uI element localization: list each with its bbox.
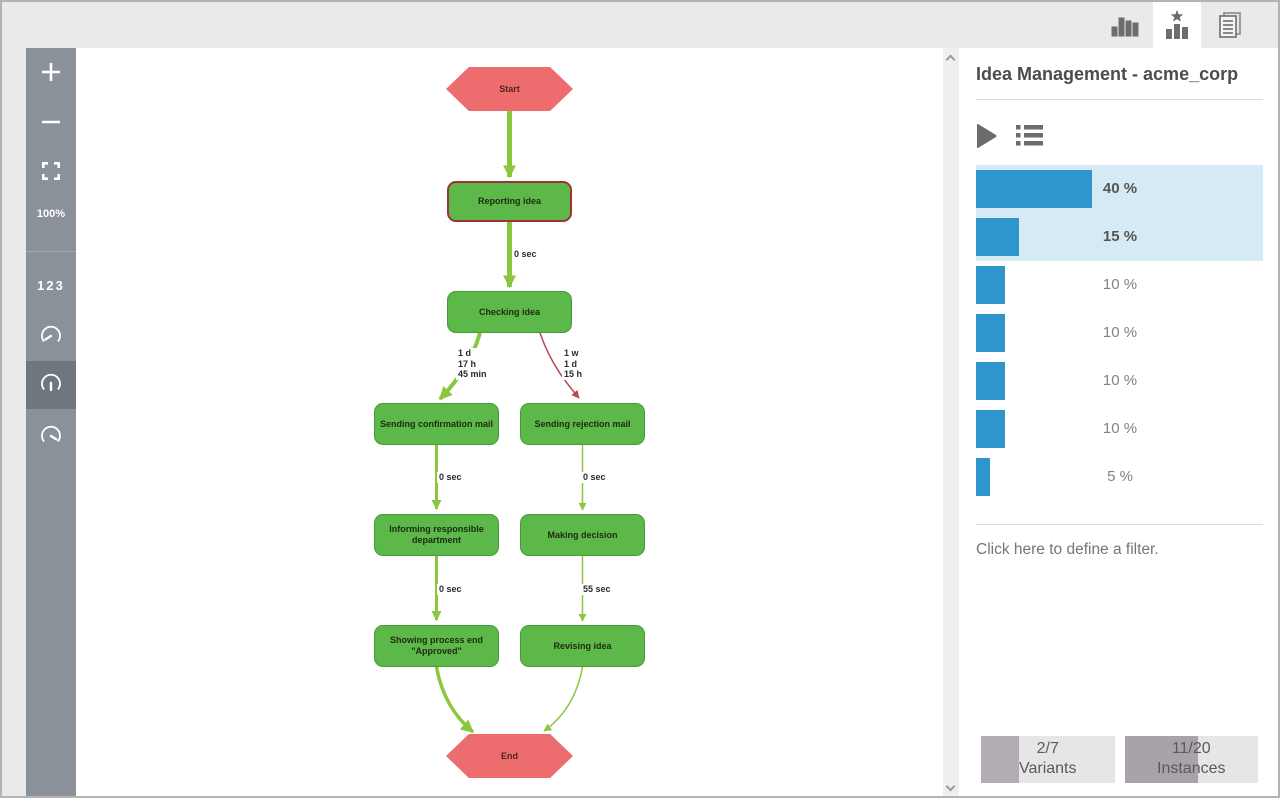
variants-stat-fill: [981, 736, 1020, 783]
variant-panel: Idea Management - acme_corp 40 % 15 % 10 %…: [959, 48, 1278, 796]
variant-row[interactable]: 10 %: [976, 261, 1263, 309]
zoom-in-icon: [40, 61, 62, 88]
variant-row[interactable]: 10 %: [976, 309, 1263, 357]
panel-spacer: [976, 559, 1263, 736]
panel-divider-top: [976, 99, 1263, 100]
tab-case-list[interactable]: [1206, 2, 1254, 48]
scroll-down-icon[interactable]: [945, 781, 956, 792]
edge-label-decision-revising: 55 sec: [581, 584, 613, 595]
variants-stat: 2/7 Variants: [981, 736, 1115, 783]
fit-to-screen-button[interactable]: [26, 149, 76, 197]
variant-bar: [976, 362, 1005, 400]
node-showing-process-end-approved[interactable]: Showing process end "Approved": [374, 625, 499, 667]
instances-stat-fill: [1124, 736, 1198, 783]
edge-label-informing-showing: 0 sec: [437, 584, 464, 595]
variant-percent-label: 10 %: [1102, 276, 1138, 293]
show-numbers-button[interactable]: 123: [26, 261, 76, 309]
variant-list-button[interactable]: [1016, 125, 1043, 146]
top-bar: [2, 2, 1278, 48]
node-start[interactable]: Start: [446, 67, 573, 111]
zoom-out-icon: [40, 111, 62, 138]
edge-label-checking-confirmation: 1 d 17 h 45 min: [456, 348, 489, 380]
play-icon: [977, 123, 997, 148]
variants-stat-value: 2/7: [1036, 740, 1059, 757]
variant-percent-label: 10 %: [1102, 372, 1138, 389]
toolbar-separator: [26, 251, 76, 252]
gauge-median-button[interactable]: [26, 361, 76, 409]
process-canvas: Start Reporting idea Checking idea Sendi…: [76, 48, 943, 796]
zoom-level-indicator[interactable]: 100%: [26, 200, 76, 228]
variants-stat-label: Variants: [1018, 760, 1077, 777]
edge-label-reporting-checking: 0 sec: [512, 249, 539, 260]
instances-stat-value: 11/20: [1171, 740, 1211, 757]
edge-label-rejection-decision: 0 sec: [581, 472, 608, 483]
variant-row[interactable]: 5 %: [976, 453, 1263, 501]
star-chart-icon: [1163, 10, 1191, 40]
documents-icon: [1216, 10, 1244, 40]
zoom-in-button[interactable]: [26, 50, 76, 98]
node-revising-idea[interactable]: Revising idea: [520, 625, 645, 667]
variant-bar: [976, 314, 1005, 352]
variant-percent-label: 15 %: [1102, 228, 1138, 245]
panel-divider-bottom: [976, 524, 1263, 525]
variant-percent-label: 10 %: [1102, 420, 1138, 437]
scroll-up-icon[interactable]: [945, 54, 956, 65]
variant-bar: [976, 410, 1005, 448]
canvas-toolbar: 100% 123: [26, 48, 76, 796]
variant-percent-label: 10 %: [1102, 324, 1138, 341]
gauge-center-icon: [38, 371, 64, 400]
variant-percent-label: 5 %: [1107, 468, 1133, 485]
instances-stat-label: Instances: [1157, 760, 1226, 777]
node-checking-idea[interactable]: Checking idea: [447, 291, 572, 333]
fit-to-screen-icon: [40, 160, 62, 187]
play-animation-button[interactable]: [976, 123, 998, 149]
variant-bar: [976, 218, 1020, 256]
view-tabs: [1095, 2, 1254, 48]
node-making-decision[interactable]: Making decision: [520, 514, 645, 556]
node-sending-rejection-mail[interactable]: Sending rejection mail: [520, 403, 645, 445]
variant-bar: [976, 266, 1005, 304]
edge-label-confirmation-informing: 0 sec: [437, 472, 464, 483]
variant-percent-label: 40 %: [1102, 180, 1138, 197]
panel-title: Idea Management - acme_corp: [976, 64, 1239, 84]
edge-showing-to-end: [434, 666, 475, 734]
variant-row[interactable]: 10 %: [976, 405, 1263, 453]
gauge-low-button[interactable]: [26, 313, 76, 361]
gauge-high-button[interactable]: [26, 413, 76, 461]
process-edges: [431, 111, 587, 734]
gauge-right-icon: [38, 423, 64, 452]
variant-row[interactable]: 15 %: [976, 213, 1263, 261]
node-reporting-idea[interactable]: Reporting idea: [447, 181, 572, 222]
gauge-left-icon: [38, 323, 64, 352]
zoom-out-button[interactable]: [26, 100, 76, 148]
variant-row[interactable]: 10 %: [976, 357, 1263, 405]
define-filter-link[interactable]: Click here to define a filter.: [976, 541, 1159, 558]
list-icon: [1016, 125, 1043, 146]
node-informing-responsible-department[interactable]: Informing responsible department: [374, 514, 499, 556]
numbers-label: 123: [37, 277, 65, 293]
instances-stat: 11/20 Instances: [1124, 736, 1258, 783]
edge-label-checking-rejection: 1 w 1 d 15 h: [562, 348, 585, 380]
zoom-level-label: 100%: [36, 208, 66, 220]
tab-chart-view[interactable]: [1100, 2, 1148, 48]
variant-controls: [976, 122, 1263, 149]
variant-frequency-list: 40 % 15 % 10 % 10 % 10 % 10 % 5 %: [976, 165, 1263, 501]
variant-row[interactable]: 40 %: [976, 165, 1263, 213]
canvas-scrollbar[interactable]: [943, 48, 959, 796]
edge-revising-to-end: [543, 666, 584, 732]
edge-checking-to-rejection: [539, 332, 580, 399]
node-sending-confirmation-mail[interactable]: Sending confirmation mail: [374, 403, 499, 445]
node-end[interactable]: End: [446, 734, 573, 778]
stats-row: 2/7 Variants 11/20 Instances: [981, 736, 1258, 783]
tab-variant-explorer[interactable]: [1153, 2, 1201, 48]
bar-chart-icon: [1108, 12, 1140, 38]
variant-bar: [976, 458, 991, 496]
variant-bar: [976, 170, 1092, 208]
